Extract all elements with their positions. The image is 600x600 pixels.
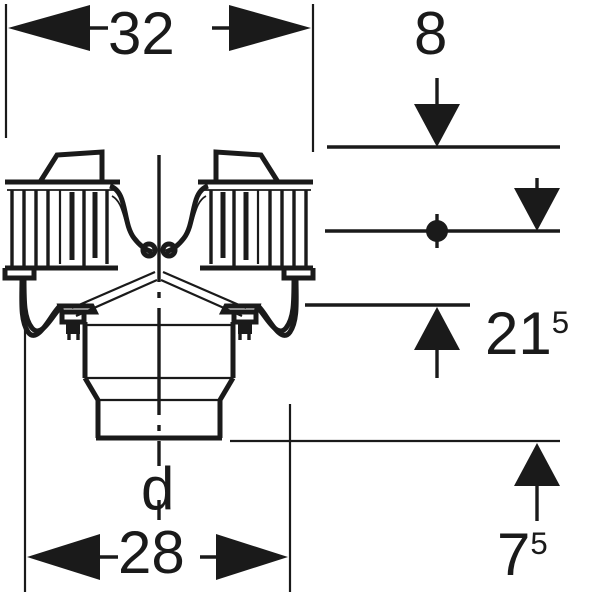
bolt-detail-right (231, 309, 259, 340)
strap-curve-right (165, 183, 210, 255)
trap-wall-left (19, 277, 62, 338)
arrow-head-28-left (27, 534, 100, 580)
taper-right (217, 376, 236, 402)
diagonal-blade-left (71, 270, 156, 310)
dimension-label-diameter: d (141, 455, 175, 522)
arrow-head-215-up (414, 307, 460, 350)
grate-bars-right (209, 190, 308, 268)
node-dot-marker (426, 220, 448, 242)
dimension-label-height-mid: 215 (485, 300, 570, 367)
arrow-head-32-right (229, 5, 311, 51)
arrow-head-8-down (414, 104, 460, 147)
arrow-head-32-left (8, 5, 90, 51)
trap-wall-inner-right (254, 277, 297, 334)
dimension-label-depth-top: 8 (414, 0, 448, 67)
arrow-head-75-up (514, 443, 560, 486)
strap-hook-right (160, 241, 178, 259)
dimension-label-width-top: 32 (108, 0, 175, 67)
strap-curve-inner-left (111, 195, 153, 254)
strap-hook-left (140, 241, 158, 259)
arrow-head-mid-down (514, 188, 560, 231)
taper-left (82, 376, 101, 402)
fraction-superscript-215: 5 (551, 305, 570, 340)
strap-curve-inner-right (165, 195, 207, 254)
trap-wall-inner-left (21, 277, 64, 334)
cap-outline-left (37, 149, 105, 184)
fraction-superscript-75: 5 (530, 526, 548, 561)
trap-wall-right (256, 277, 299, 338)
arrow-head-28-right (216, 534, 288, 580)
product-body-right (159, 149, 316, 441)
grate-bars-left (10, 190, 109, 268)
bolt-detail-left (59, 309, 87, 340)
strap-curve-left (108, 183, 153, 255)
diagonal-blade-right (162, 270, 247, 310)
cap-outline-right (213, 149, 281, 184)
dimension-label-width-bottom: 28 (118, 519, 185, 586)
product-body-left (2, 149, 159, 441)
dimension-lines (4, 4, 560, 592)
dimension-label-height-bottom: 75 (497, 521, 548, 588)
